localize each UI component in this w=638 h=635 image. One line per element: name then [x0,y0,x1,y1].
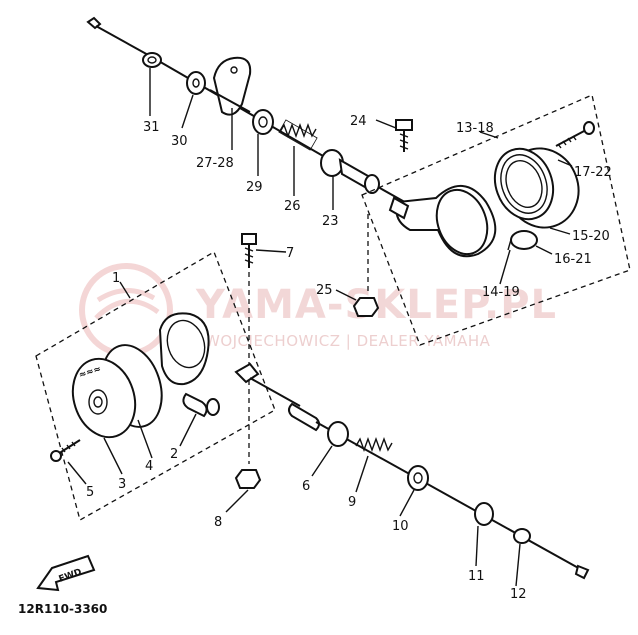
part-29-washer [252,109,274,135]
part-16-21-bulb-socket [510,230,538,250]
callout-14-19: 14-19 [482,285,520,300]
callout-10: 10 [392,519,409,534]
group-13-18-box [361,94,631,346]
part-30-washer [186,71,206,95]
callout-12: 12 [510,587,527,602]
lower-cable-nut [234,362,260,384]
part-5-screw [50,439,81,462]
watermark-subtitle: WOJCIECHOWICZ | DEALER YAMAHA [205,332,491,350]
callout-31: 31 [143,120,160,135]
callout-30: 30 [171,134,188,149]
callout-7: 7 [286,246,294,261]
callout-15-20: 15-20 [572,229,610,244]
fwd-arrow-icon: FWD [36,554,96,592]
callout-8: 8 [214,515,222,530]
callout-26: 26 [284,199,301,214]
callout-1: 1 [112,271,120,286]
part-27-28-bracket [212,56,252,116]
callout-6: 6 [302,479,310,494]
part-17-22-screw [555,121,595,149]
callout-29: 29 [246,180,263,195]
callout-3: 3 [118,477,126,492]
watermark: YAMA-SKLEP.PL WOJCIECHOWICZ | DEALER YAM… [79,263,556,357]
part-31-grommet [142,52,162,68]
part-1-meter-assembly: ≈≈≈ [50,312,220,462]
part-8-grommet [234,469,262,489]
callout-27-28: 27-28 [196,156,234,171]
part-13-18-meter-assembly [388,121,595,258]
callout-25: 25 [316,283,333,298]
upper-cable-assembly [86,16,411,206]
callout-16-21: 16-21 [554,252,592,267]
part-11-washer [474,502,494,526]
part-12-grommet [513,528,531,544]
callout-11: 11 [468,569,485,584]
part-3-meter-face [71,357,137,439]
part-meter-bracket [158,312,210,386]
part-25-grommet [352,297,380,317]
callout-13-18: 13-18 [456,121,494,136]
callout-labels: 31 30 27-28 29 26 23 24 13-18 17-22 15-2… [86,114,612,602]
callout-23: 23 [322,214,339,229]
callout-2: 2 [170,447,178,462]
part-10-washer [407,465,429,491]
part-7-bolt [241,233,257,268]
part-24-bolt [395,119,413,152]
callout-9: 9 [348,495,356,510]
callout-24: 24 [350,114,367,129]
group-1-box [35,251,276,521]
cable-nut [388,196,410,220]
lower-cable-assembly [234,362,590,580]
callout-17-22: 17-22 [574,165,612,180]
lower-cable-tip [574,564,590,580]
diagram-code: 12R110-3360 [18,602,107,616]
leader-lines [67,68,573,587]
callout-4: 4 [145,459,153,474]
callout-5: 5 [86,485,94,500]
part-26-spring [278,119,318,151]
part-2-bulb [182,392,208,418]
part-9-spring [355,436,393,453]
part-6-washer [327,421,349,447]
